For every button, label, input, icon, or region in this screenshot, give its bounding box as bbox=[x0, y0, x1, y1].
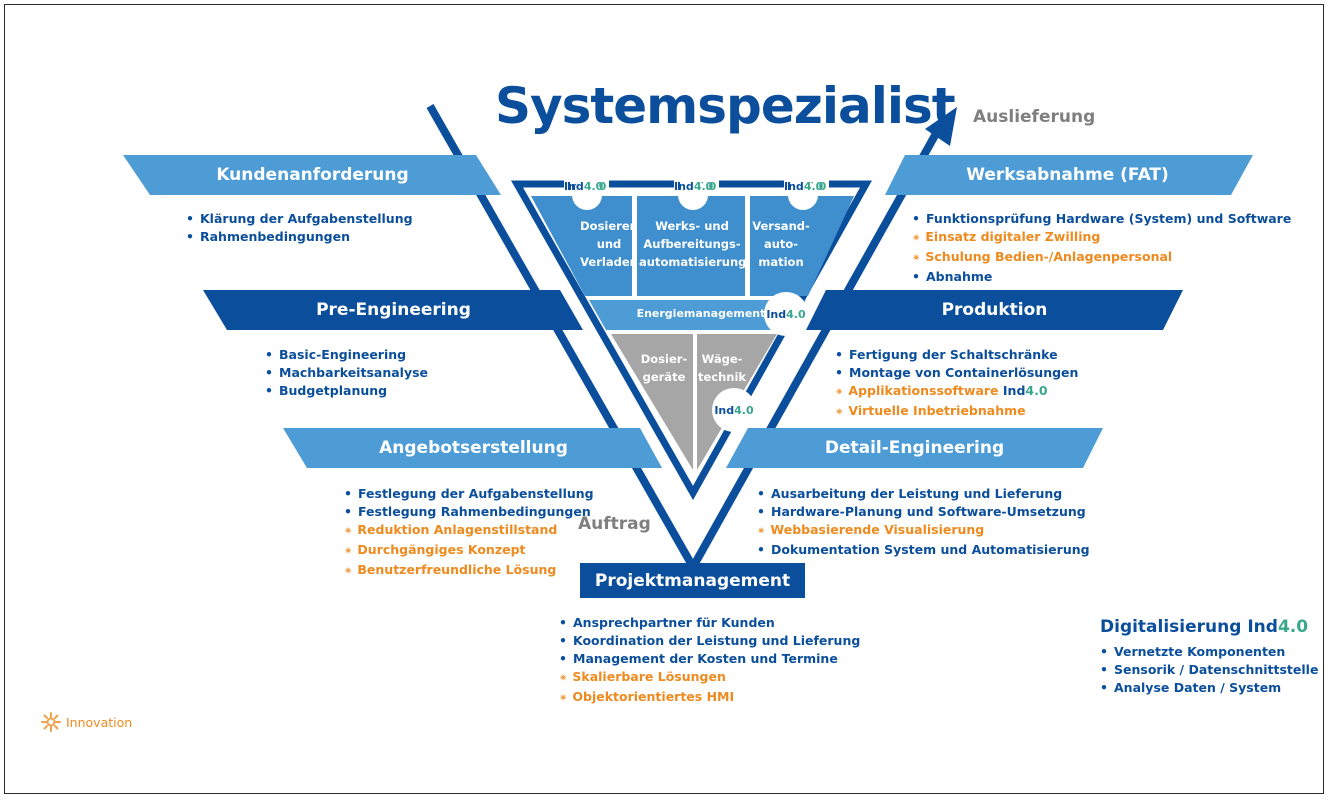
list-item-innovation: Webbasierende Visualisierung bbox=[757, 521, 1090, 541]
list-item-innovation: Reduktion Anlagenstillstand bbox=[344, 521, 594, 541]
banner-bg-detail-engineering bbox=[726, 428, 1103, 468]
banner-bg-pre-engineering bbox=[203, 290, 583, 330]
ind40-tag: Ind4.0 bbox=[674, 180, 714, 193]
tag-circle bbox=[788, 180, 818, 210]
tag-circle bbox=[572, 180, 602, 210]
cell-bg-versand bbox=[750, 196, 854, 296]
innovation-legend-label: Innovation bbox=[66, 714, 133, 730]
list-item: Abnahme bbox=[912, 268, 1291, 286]
list-item-innovation: Einsatz digitaler Zwilling bbox=[912, 228, 1291, 248]
list-werksabnahme: Funktionsprüfung Hardware (System) und S… bbox=[912, 210, 1291, 286]
banner-detail-engineering: Detail-Engineering bbox=[824, 438, 1005, 458]
list-item: Budgetplanung bbox=[265, 382, 428, 400]
page-title: Systemspezialist bbox=[495, 77, 956, 135]
cell-versand: Versand-auto-mation bbox=[752, 219, 810, 269]
banner-bg-angebotserstellung bbox=[283, 428, 662, 468]
ind40-tag: Ind4.0 bbox=[784, 180, 824, 193]
list-angebotserstellung: Festlegung der Aufgabenstellung Festlegu… bbox=[344, 485, 594, 581]
list-item: Dokumentation System und Automatisierung bbox=[757, 541, 1090, 559]
list-item: Analyse Daten / System bbox=[1100, 679, 1318, 697]
delivery-arrow-head bbox=[925, 107, 957, 146]
list-item-innovation: Skalierbare Lösungen bbox=[559, 668, 860, 688]
list-item: Vernetzte Komponenten bbox=[1100, 643, 1318, 661]
list-item: Funktionsprüfung Hardware (System) und S… bbox=[912, 210, 1291, 228]
list-digitalization: Vernetzte Komponenten Sensorik / Datensc… bbox=[1100, 643, 1318, 697]
banner-bg-produktion bbox=[806, 290, 1183, 330]
list-item: Rahmenbedingungen bbox=[186, 228, 413, 246]
banner-bg-projektmanagement bbox=[580, 563, 805, 598]
banner-pre-engineering: Pre-Engineering bbox=[316, 300, 471, 320]
list-pre-engineering: Basic-Engineering Machbarkeitsanalyse Bu… bbox=[265, 346, 428, 400]
list-item-innovation: Objektorientiertes HMI bbox=[559, 688, 860, 708]
cell-bg-werks bbox=[637, 196, 745, 296]
list-item: Machbarkeitsanalyse bbox=[265, 364, 428, 382]
list-item: Basic-Engineering bbox=[265, 346, 428, 364]
banner-projektmanagement: Projektmanagement bbox=[594, 571, 791, 591]
list-item: Ausarbeitung der Leistung und Lieferung bbox=[757, 485, 1090, 503]
list-produktion: Fertigung der Schaltschränke Montage von… bbox=[835, 346, 1078, 422]
banner-werksabnahme: Werksabnahme (FAT) bbox=[966, 165, 1169, 185]
banner-bg-kundenanforderung bbox=[123, 155, 501, 195]
list-item-innovation: Applikationssoftware Ind4.0 bbox=[835, 382, 1078, 402]
list-item: Montage von Containerlösungen bbox=[835, 364, 1078, 382]
cell-bg-dosiergeraete bbox=[611, 334, 693, 470]
ind40-tag: Ind4.0 bbox=[1002, 383, 1048, 398]
list-item: Management der Kosten und Termine bbox=[559, 650, 860, 668]
tag-circle bbox=[678, 180, 708, 210]
list-item: Klärung der Aufgabenstellung bbox=[186, 210, 413, 228]
banner-bg-werksabnahme bbox=[885, 155, 1253, 195]
list-item: Festlegung der Aufgabenstellung bbox=[344, 485, 594, 503]
v-right-line bbox=[689, 128, 942, 569]
list-item: Sensorik / Datenschnittstelle bbox=[1100, 661, 1318, 679]
cell-energiemanagement: Energiemanagement bbox=[636, 307, 766, 320]
banner-angebotserstellung: Angebotserstellung bbox=[379, 438, 568, 458]
cell-dosiergeraete: Dosier-geräte bbox=[640, 352, 688, 384]
delivery-label: Auslieferung bbox=[973, 107, 1096, 127]
energy-bar bbox=[589, 300, 806, 330]
innovation-legend: Innovation bbox=[40, 711, 132, 733]
list-item: Festlegung Rahmenbedingungen bbox=[344, 503, 594, 521]
ind40-tag: Ind4.0 bbox=[1247, 617, 1309, 637]
list-item-innovation: Schulung Bedien-/Anlagenpersonal bbox=[912, 248, 1291, 268]
order-label: Auftrag bbox=[578, 514, 651, 534]
ind40-tag: Ind4.0 bbox=[564, 180, 604, 193]
list-item: Hardware-Planung und Software-Umsetzung bbox=[757, 503, 1090, 521]
list-item: Koordination der Leistung und Lieferung bbox=[559, 632, 860, 650]
list-item: Fertigung der Schaltschränke bbox=[835, 346, 1078, 364]
digitalization-title: Digitalisierung Ind4.0 bbox=[1100, 617, 1309, 637]
list-projektmanagement: Ansprechpartner für Kunden Koordination … bbox=[559, 614, 860, 708]
list-item: Ansprechpartner für Kunden bbox=[559, 614, 860, 632]
list-detail-engineering: Ausarbeitung der Leistung und Lieferung … bbox=[757, 485, 1090, 559]
list-item-innovation: Virtuelle Inbetriebnahme bbox=[835, 402, 1078, 422]
list-item-innovation: Benutzerfreundliche Lösung bbox=[344, 561, 594, 581]
list-item-innovation: Durchgängiges Konzept bbox=[344, 541, 594, 561]
diagram-frame bbox=[4, 4, 1324, 794]
innovation-icon bbox=[41, 712, 61, 732]
cell-waegetechnik: Wäge-technik bbox=[698, 352, 747, 384]
banner-kundenanforderung: Kundenanforderung bbox=[216, 165, 409, 185]
list-kundenanforderung: Klärung der Aufgabenstellung Rahmenbedin… bbox=[186, 210, 413, 246]
cell-bg-dosieren bbox=[531, 196, 632, 296]
banner-produktion: Produktion bbox=[941, 300, 1048, 320]
